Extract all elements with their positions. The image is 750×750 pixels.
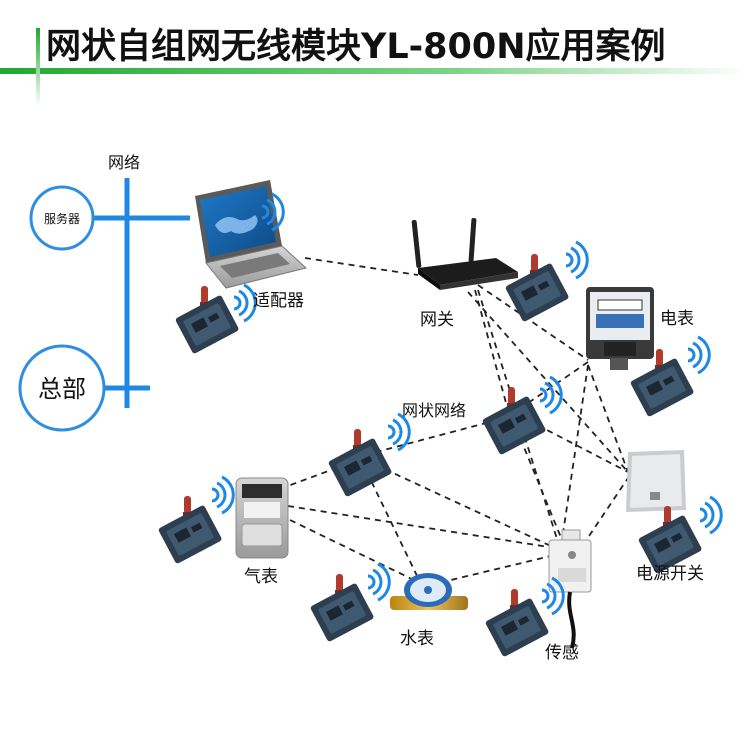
water-label: 水表 xyxy=(400,629,434,649)
link-gateway-meter xyxy=(477,284,589,361)
sensor-label: 传感 xyxy=(545,643,579,663)
sensor-module-icon xyxy=(484,589,550,658)
mesh-label: 网状网络 xyxy=(402,401,466,420)
power-switch-icon xyxy=(626,450,686,512)
page-header: 网状自组网无线模块YL-800N应用案例 xyxy=(0,26,750,106)
gateway-module-icon xyxy=(504,254,570,323)
server-node xyxy=(29,185,95,251)
gas-label: 气表 xyxy=(244,567,278,587)
gateway-wifi-icon xyxy=(564,240,589,280)
link-meter-switch xyxy=(587,364,629,473)
link-mesh2-switch xyxy=(517,414,629,473)
link-gateway-mesh2 xyxy=(474,289,509,411)
link-gateway-switch xyxy=(467,291,629,473)
meter-label: 电表 xyxy=(660,309,694,329)
gas-wifi-icon xyxy=(210,475,235,515)
adapter-module-icon xyxy=(174,286,240,355)
meter-module-icon xyxy=(629,349,695,418)
switch-wifi-icon xyxy=(698,495,723,535)
mesh-node-1-wifi-icon xyxy=(386,412,411,452)
water-wifi-icon xyxy=(366,562,391,602)
network-label: 网络 xyxy=(108,153,140,172)
page-title: 网状自组网无线模块YL-800N应用案例 xyxy=(46,26,666,67)
hq-label: 总部 xyxy=(38,375,86,403)
link-gas-sensor xyxy=(287,505,556,549)
mesh-node-2-wifi-icon xyxy=(538,375,563,415)
gas-meter-icon xyxy=(235,477,289,559)
switch-label: 电源开关 xyxy=(636,564,704,584)
water-meter-icon xyxy=(390,573,468,610)
header-green-rule xyxy=(0,68,750,74)
mesh-node-1-module-icon xyxy=(327,429,393,498)
link-mesh1-mesh2 xyxy=(364,417,506,456)
gas-module-icon xyxy=(157,496,223,565)
link-sensor-switch xyxy=(582,477,629,546)
laptop-icon xyxy=(195,180,308,289)
gateway-label: 网关 xyxy=(420,310,454,330)
link-mesh1-sensor xyxy=(364,459,556,549)
hq-node xyxy=(18,344,106,432)
link-laptop-gateway xyxy=(304,257,419,276)
header-green-tick xyxy=(36,28,40,106)
water-module-icon xyxy=(309,574,375,643)
mesh-node-2-module-icon xyxy=(481,387,547,456)
server-label: 服务器 xyxy=(44,211,80,226)
sensor-icon xyxy=(548,529,592,649)
link-gas-water xyxy=(289,519,419,583)
link-meter-sensor xyxy=(561,364,589,541)
meter-wifi-icon xyxy=(686,335,711,375)
backbone-network: 网络 服务器 总部 xyxy=(18,153,190,432)
router-icon xyxy=(411,218,518,290)
electric-meter-icon xyxy=(586,287,654,370)
adapter-label: 适配器 xyxy=(253,291,304,311)
link-water-sensor xyxy=(429,554,556,586)
